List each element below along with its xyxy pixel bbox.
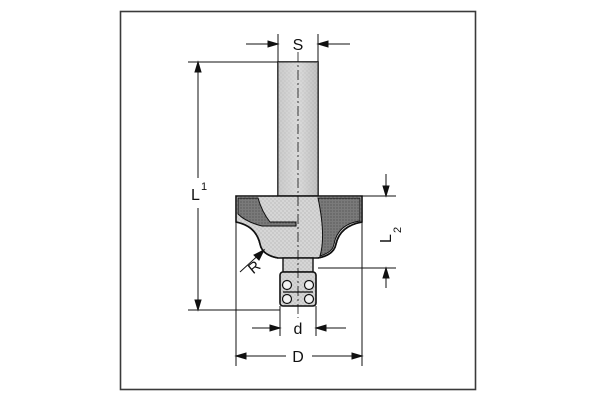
- label-d-large: D: [292, 349, 304, 366]
- label-l1-subscript: 1: [201, 181, 207, 193]
- label-r: R: [245, 257, 264, 277]
- label-s: S: [293, 37, 304, 54]
- radius-leader: [239, 248, 266, 273]
- dimension-l2: [318, 174, 396, 288]
- dimension-l1: [188, 60, 280, 312]
- label-l1: L: [191, 187, 200, 204]
- dimension-s: [246, 34, 350, 62]
- label-d-small: d: [294, 321, 303, 338]
- dimension-D: [234, 222, 364, 366]
- label-l2-subscript: 2: [392, 227, 404, 233]
- dimension-d: [252, 306, 346, 336]
- cutter-body: [235, 195, 363, 259]
- label-l2: L: [378, 234, 395, 243]
- drawing-frame: [119, 10, 477, 391]
